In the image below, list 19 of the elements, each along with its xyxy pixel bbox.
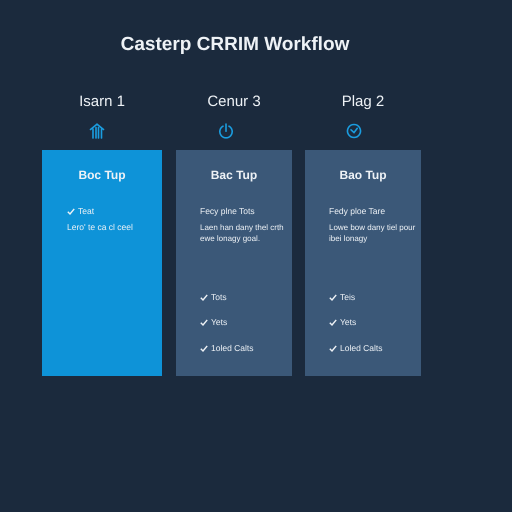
list-item: Fecy plne Tots xyxy=(200,206,255,217)
column-heading: Cenur 3 xyxy=(206,93,262,111)
card-description: Laen han dany thel crth ewe lonagy goal. xyxy=(200,222,285,244)
list-item: Yets xyxy=(211,317,228,328)
list-item: Fedy ploe Tare xyxy=(329,206,386,217)
list-item: Yets xyxy=(340,317,356,328)
column-heading: Isarn 1 xyxy=(78,93,126,111)
diagram-title: Casterp CRRIM Workflow xyxy=(120,33,350,57)
list-item: Teis xyxy=(340,292,356,303)
card-title: Boc Tup xyxy=(78,168,126,183)
list-item: 1oled Calts xyxy=(211,343,254,354)
card-description: Lowe bow dany tiel pour ibei lonagy xyxy=(329,222,416,244)
card-title: Bac Tup xyxy=(210,168,258,183)
list-item: Tots xyxy=(211,292,227,303)
list-item: Loled Calts xyxy=(340,343,383,354)
card-title: Bao Tup xyxy=(339,168,387,183)
list-item: Teat xyxy=(78,206,94,217)
column-heading: Plag 2 xyxy=(340,93,386,111)
list-item: Lero' te ca cl ceel xyxy=(67,222,133,233)
